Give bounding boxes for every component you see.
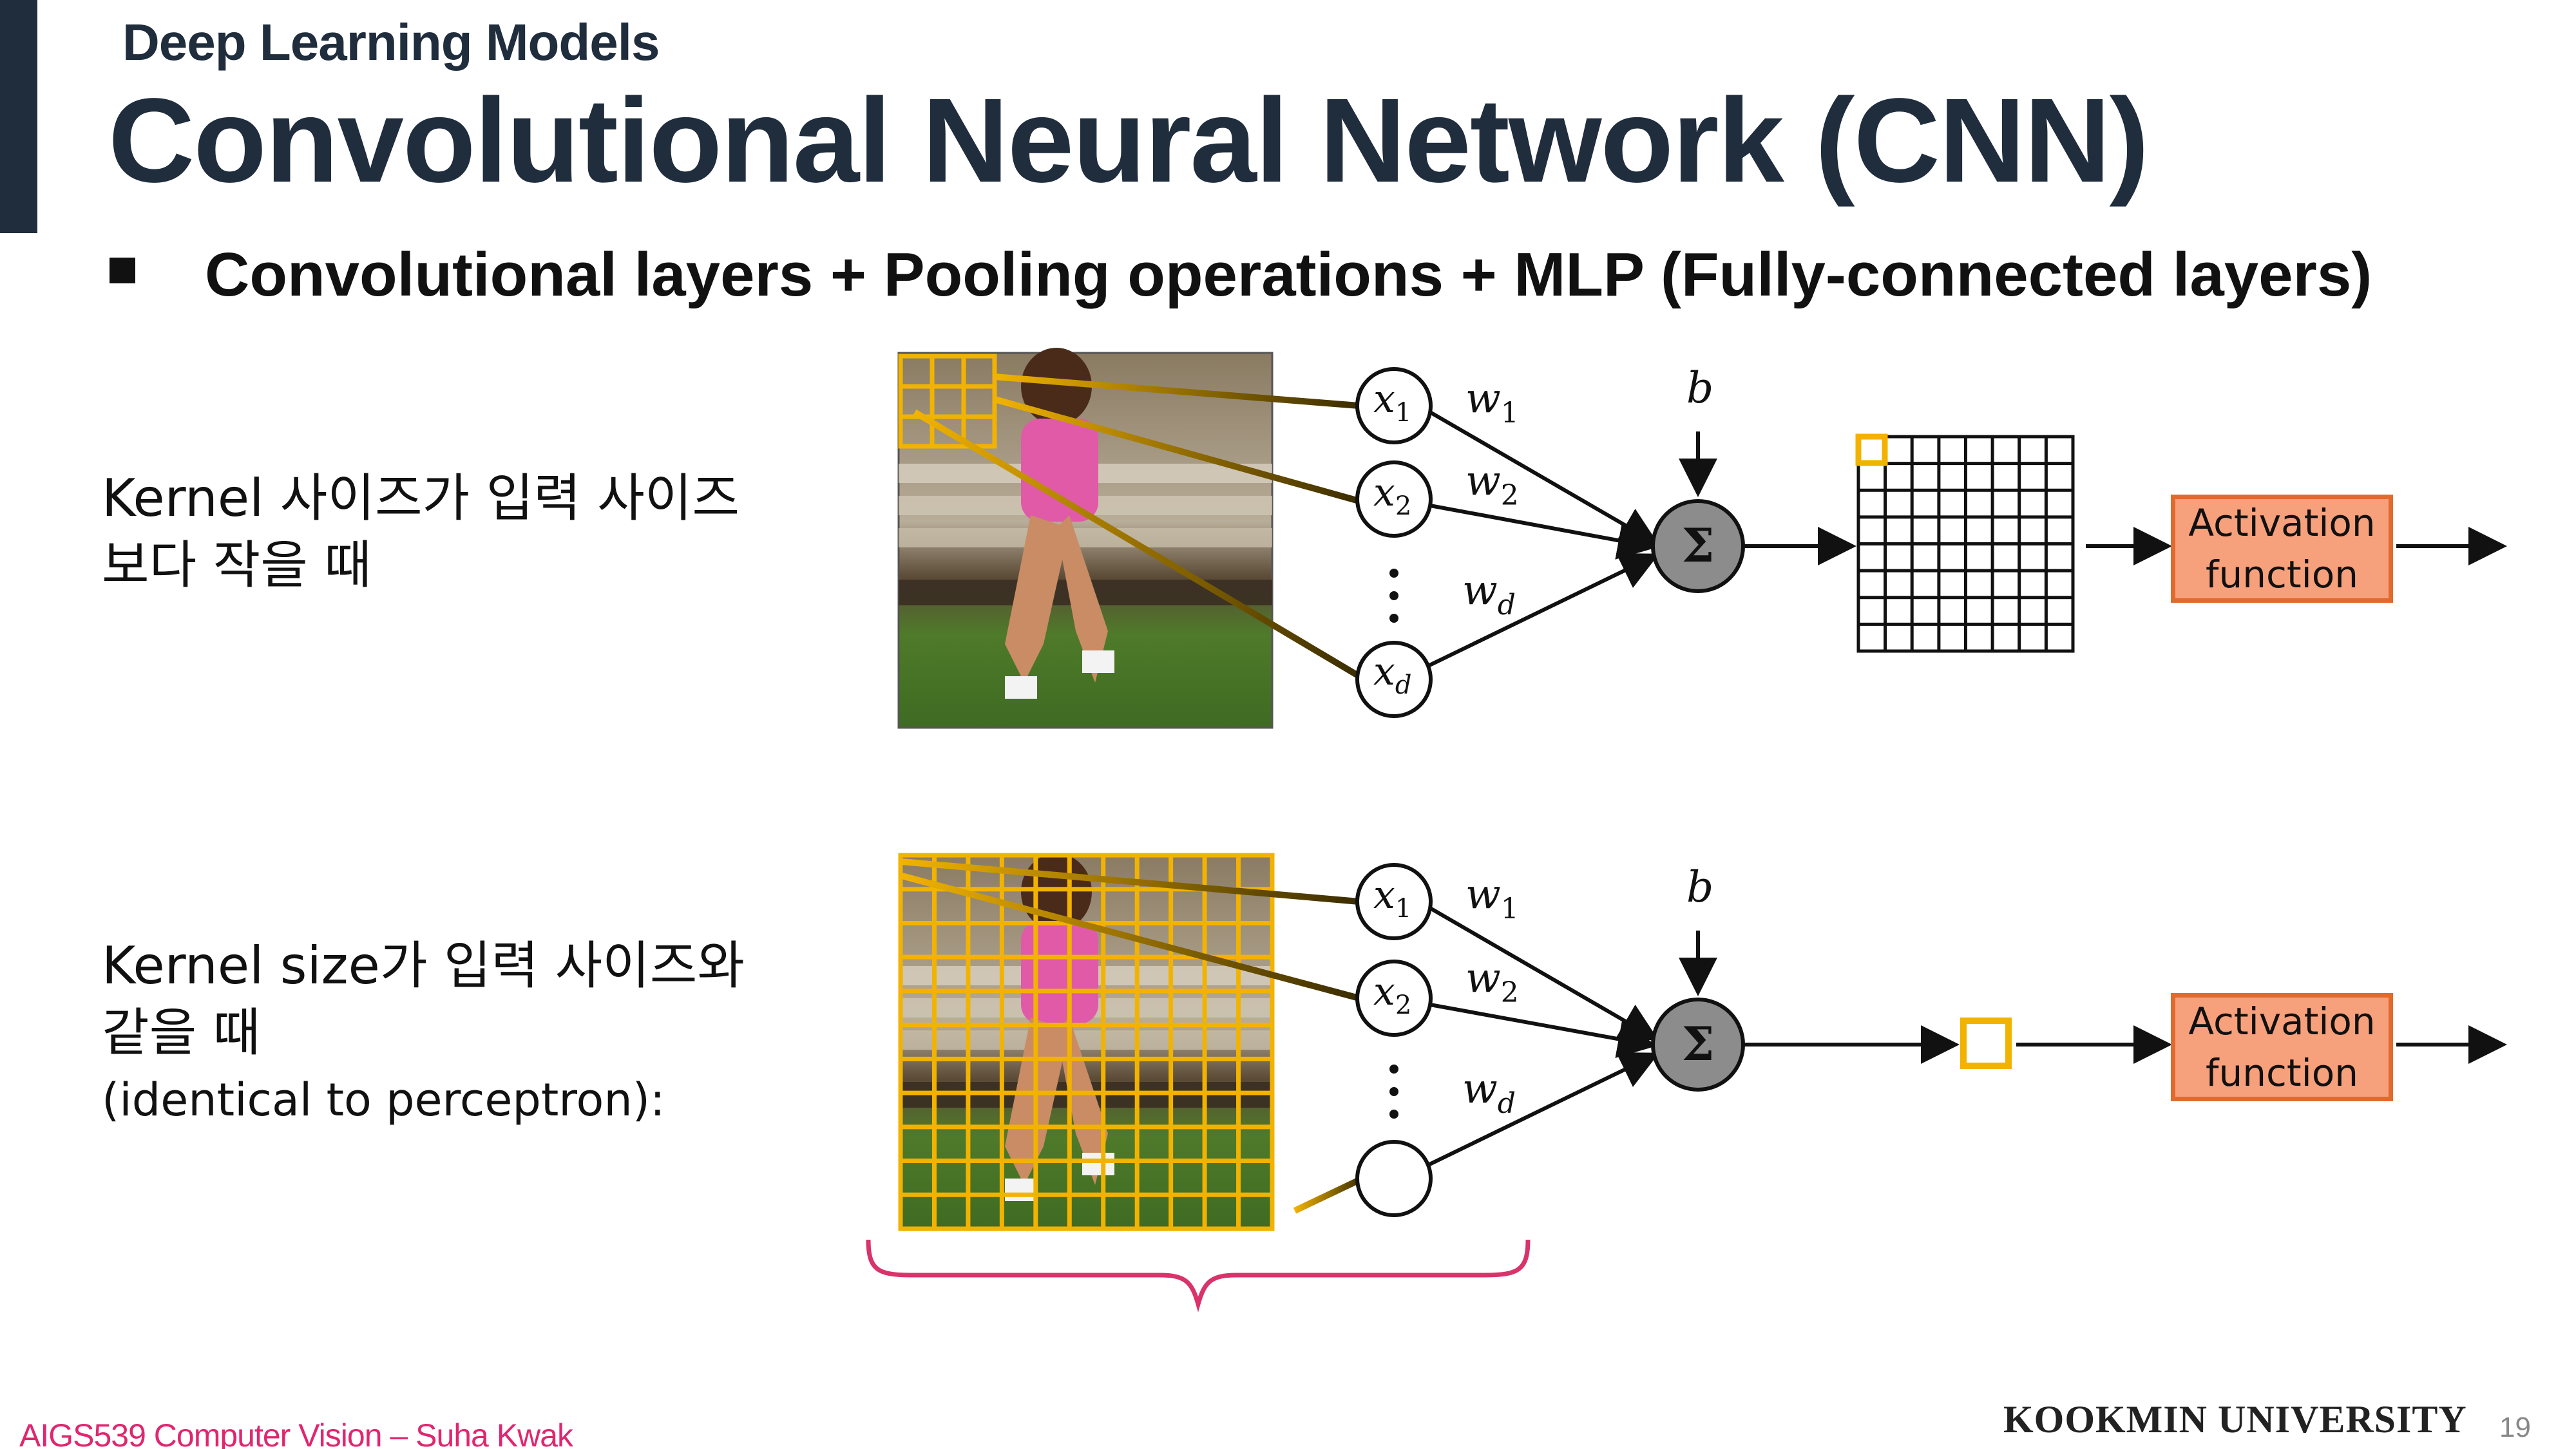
bullet-square-icon: [110, 258, 135, 283]
row1-activation-label-line2: function: [2206, 553, 2358, 596]
row2-input-nodes: x1 x2: [1355, 863, 1433, 1217]
row2-kernel-connections: [901, 858, 1364, 1214]
footer-university-logo: KOOKMIN UNIVERSITY: [2003, 1398, 2467, 1441]
row2-description-line1: Kernel size가 입력 사이즈와: [102, 936, 745, 996]
row2-description: Kernel size가 입력 사이즈와 같을 때 (identical to …: [102, 933, 745, 1133]
row2-brace: [866, 1239, 1531, 1312]
row2-weight-label-1: w1: [1465, 871, 1519, 925]
row2-weight-labels: w1 w2 wd: [1462, 871, 1519, 1120]
row1-input-node-1: [1355, 367, 1433, 444]
row2-activation-box: Activation function: [2171, 993, 2393, 1101]
row1-ellipsis-dot: [1389, 569, 1398, 578]
page-number: 19: [2499, 1412, 2531, 1443]
row2-weight-label-2: w2: [1465, 954, 1519, 1009]
row2-input-label-1: x1: [1373, 873, 1411, 923]
row1-weight-label-2: w2: [1465, 457, 1519, 512]
row2-bias-label: b: [1686, 862, 1713, 912]
row1-activation-label-line1: Activation: [2188, 501, 2376, 545]
row1-input-nodes: x1 x2 xd: [1355, 367, 1433, 718]
section-label: Deep Learning Models: [122, 14, 660, 71]
row1-sum-symbol: Σ: [1682, 518, 1715, 573]
row1-kernel-connections: [913, 374, 1361, 679]
row1-sum-node: [1651, 499, 1745, 593]
row1-input-label-d: xd: [1373, 649, 1411, 700]
row2-activation-label-line2: function: [2206, 1051, 2358, 1095]
row1-weight-label-d: wd: [1462, 567, 1516, 621]
row2-description-line3: (identical to perceptron):: [102, 1074, 665, 1126]
row2-input-node-1: [1355, 863, 1433, 940]
row1-bias-label: b: [1686, 363, 1713, 413]
row1-photo: [897, 348, 1274, 729]
row2-ellipsis-dot: [1389, 1110, 1398, 1119]
row2-input-node-2: [1355, 960, 1433, 1037]
row2-kernel-grid-border: [898, 853, 1275, 1231]
row1-weight-label-1: w1: [1465, 375, 1519, 430]
footer-course: AIGS539 Computer Vision – Suha Kwak: [19, 1417, 573, 1449]
row1-input-node-2: [1355, 460, 1433, 538]
row2-activation-label-line1: Activation: [2188, 999, 2376, 1043]
row2-weight-edges: [1426, 906, 1659, 1168]
row1-feature-map-grid: [1855, 433, 2075, 653]
accent-bar: [0, 0, 37, 233]
row1-input-node-d: [1355, 641, 1433, 718]
row2-sum-symbol: Σ: [1682, 1016, 1715, 1071]
bullet-text: Convolutional layers + Pooling operation…: [205, 240, 2372, 309]
row1-ellipsis-dot: [1389, 591, 1398, 600]
row1-description-line2: 보다 작을 때: [102, 535, 372, 595]
row1-weight-labels: w1 w2 wd: [1462, 375, 1519, 621]
row1-activation-box: Activation function: [2171, 495, 2393, 603]
row2-input-label-2: x2: [1373, 969, 1411, 1020]
row2-photo: [899, 853, 1272, 1230]
row2-input-node-empty: [1355, 1140, 1433, 1217]
row2-weight-label-d: wd: [1462, 1065, 1516, 1120]
row1-weight-edges: [1426, 410, 1659, 668]
row2-sum-node: [1651, 998, 1745, 1092]
row1-input-label-2: x2: [1373, 470, 1411, 521]
page-title: Convolutional Neural Network (CNN): [108, 74, 2149, 207]
row2-ellipsis-dot: [1389, 1087, 1398, 1096]
row2-description-line2: 같을 때: [102, 1003, 261, 1063]
row1-input-label-1: x1: [1373, 377, 1411, 428]
row2-ellipsis-dot: [1389, 1065, 1398, 1074]
row2-output-cell: [1960, 1018, 2012, 1069]
row1-description: Kernel 사이즈가 입력 사이즈 보다 작을 때: [102, 465, 739, 599]
row1-ellipsis-dot: [1389, 614, 1398, 623]
row1-description-line1: Kernel 사이즈가 입력 사이즈: [102, 468, 740, 528]
